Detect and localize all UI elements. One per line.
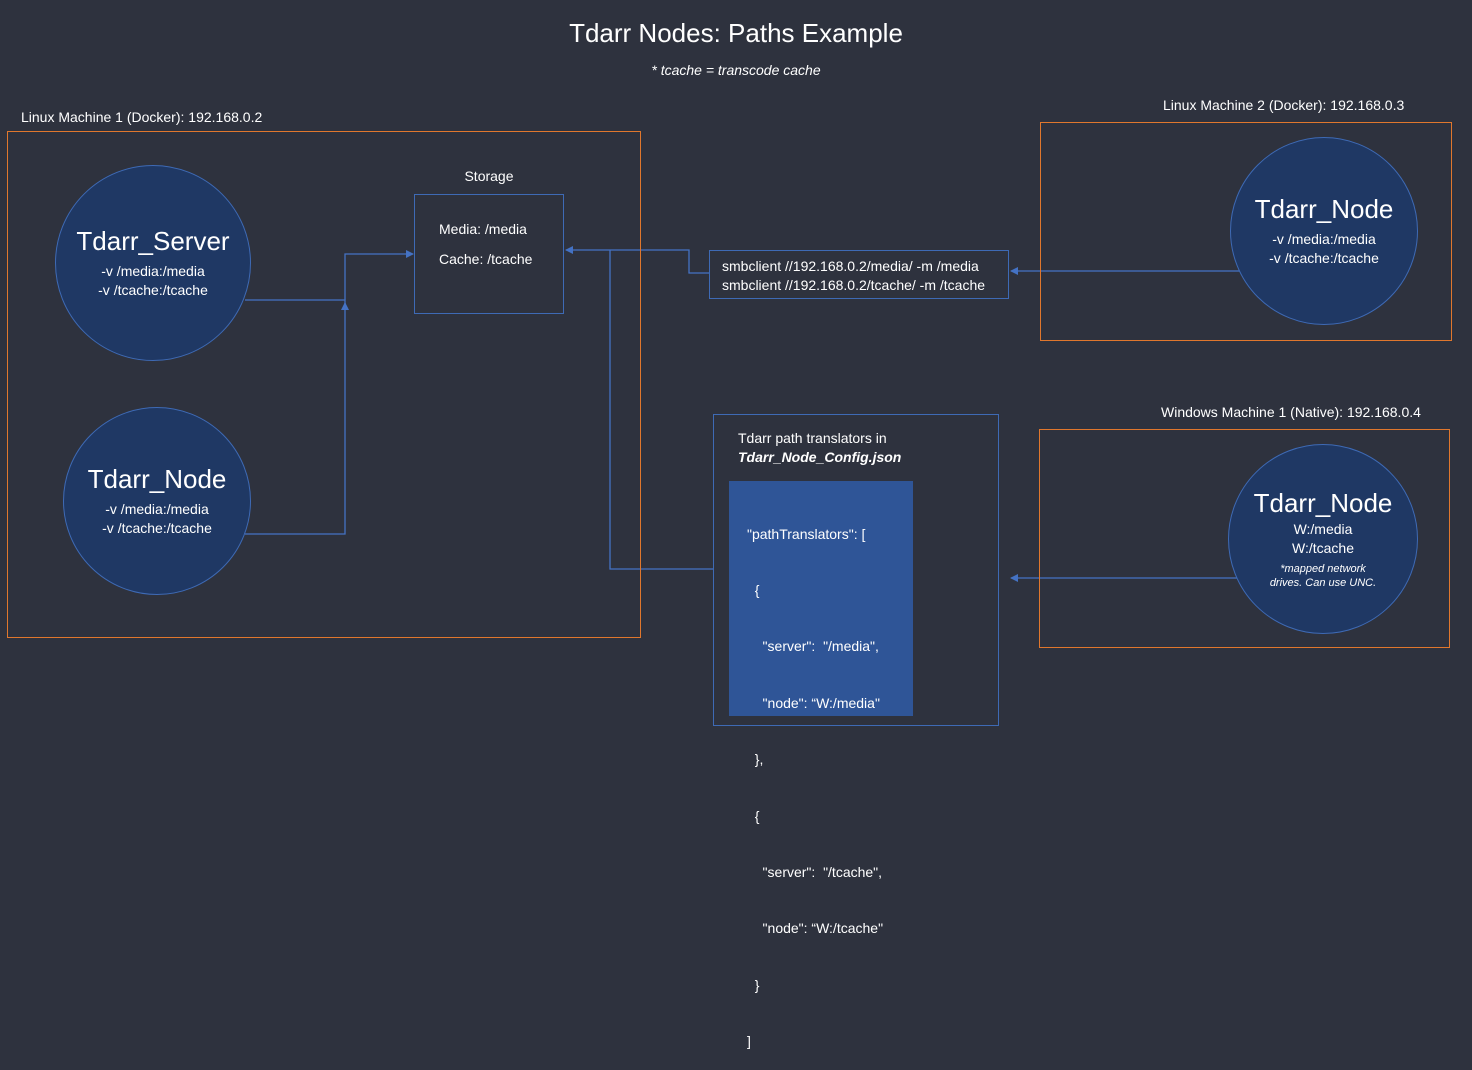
linux-node-2-circle: Tdarr_Node -v /media:/media -v /tcache:/… — [1230, 137, 1418, 325]
windows-tcache-drive: W:/tcache — [1292, 540, 1354, 556]
path-translator-box: Tdarr path translators in Tdarr_Node_Con… — [713, 414, 999, 726]
json-line: } — [747, 976, 760, 993]
translator-config-filename: Tdarr_Node_Config.json — [738, 449, 902, 465]
path-translator-json: "pathTranslators": [ { "server": "/media… — [729, 481, 913, 1049]
windows-node-circle: Tdarr_Node W:/media W:/tcache *mapped ne… — [1228, 444, 1418, 634]
smb-to-storage-line — [565, 246, 709, 274]
node1-tcache-mount: -v /tcache:/tcache — [102, 520, 212, 536]
json-line: ] — [747, 1033, 751, 1050]
node2-tcache-mount: -v /tcache:/tcache — [1269, 250, 1379, 266]
translator-heading: Tdarr path translators in — [738, 430, 887, 446]
storage-cache-path: Cache: /tcache — [439, 251, 533, 267]
windows-node-name: Tdarr_Node — [1253, 488, 1393, 518]
json-line: "node": “W:/tcache" — [747, 920, 884, 937]
storage-media-path: Media: /media — [439, 221, 527, 237]
linux-machine-2-box — [1040, 122, 1452, 341]
node1-to-junction-line — [245, 302, 349, 535]
storage-title: Storage — [464, 168, 514, 184]
tdarr-server-circle: Tdarr_Server -v /media:/media -v /tcache… — [55, 165, 251, 361]
junction-to-storage-line — [344, 250, 414, 300]
linux-machine-2-label: Linux Machine 2 (Docker): 192.168.0.3 — [1163, 97, 1405, 113]
json-line: { — [747, 807, 760, 824]
json-line: "node": “W:/media" — [747, 694, 880, 711]
json-line: "server": "/media", — [747, 638, 879, 655]
tdarr-server-name: Tdarr_Server — [76, 226, 230, 256]
json-line: }, — [747, 751, 764, 768]
translator-to-storage-line — [609, 250, 713, 570]
server-media-mount: -v /media:/media — [101, 263, 205, 279]
windows-note-line: drives. Can use UNC. — [1269, 577, 1377, 589]
diagram-subtitle: * tcache = transcode cache — [651, 62, 821, 78]
diagram-title: Tdarr Nodes: Paths Example — [569, 18, 903, 48]
linux-machine-1-box — [7, 131, 641, 638]
json-line: "pathTranslators": [ — [747, 525, 866, 542]
node2-media-mount: -v /media:/media — [1272, 231, 1376, 247]
json-line: "server": "/tcache", — [747, 863, 883, 880]
linux-node-2-name: Tdarr_Node — [1254, 194, 1394, 224]
windows-drive-note: *mapped network drives. Can use UNC. — [1270, 562, 1376, 590]
windows-machine-1-box — [1039, 429, 1450, 648]
linux-node-1-circle: Tdarr_Node -v /media:/media -v /tcache:/… — [63, 407, 251, 595]
smb-tcache-command: smbclient //192.168.0.2/tcache/ -m /tcac… — [722, 277, 986, 293]
windows-machine-1-label: Windows Machine 1 (Native): 192.168.0.4 — [1161, 404, 1421, 420]
linux-node-1-name: Tdarr_Node — [87, 464, 227, 494]
linux-machine-1-label: Linux Machine 1 (Docker): 192.168.0.2 — [21, 109, 263, 125]
windows-note-line: *mapped network — [1280, 563, 1366, 575]
json-line: { — [747, 581, 760, 598]
server-tcache-mount: -v /tcache:/tcache — [98, 282, 208, 298]
node1-media-mount: -v /media:/media — [105, 501, 209, 517]
storage-box: Media: /media Cache: /tcache — [414, 194, 564, 314]
smb-media-command: smbclient //192.168.0.2/media/ -m /media — [722, 258, 979, 274]
connector-lines — [245, 246, 1245, 582]
windows-media-drive: W:/media — [1293, 521, 1353, 537]
smbclient-box: smbclient //192.168.0.2/media/ -m /media… — [709, 250, 1009, 299]
